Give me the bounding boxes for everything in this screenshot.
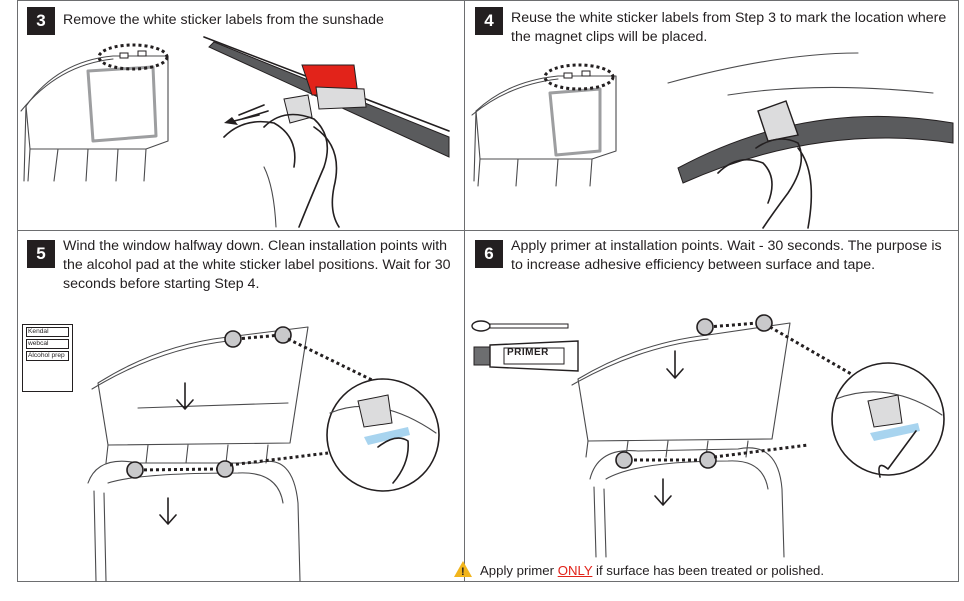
step-5-text: Wind the window halfway down. Clean inst… (63, 238, 451, 292)
alcohol-pad-maker: webcal (26, 339, 69, 349)
warning-highlight: ONLY (557, 563, 593, 578)
step-4-marking-illustration (667, 52, 954, 229)
step-6-clip-bottom-right (699, 451, 717, 469)
step-6-clip-top-left (696, 318, 714, 336)
step-5-number: 5 (27, 240, 55, 268)
step-5-clip-bottom-left (126, 461, 144, 479)
instruction-grid: 3 Remove the white sticker labels from t… (17, 0, 959, 582)
primer-label: PRIMER (507, 347, 549, 358)
step-5-clip-top-right (274, 326, 292, 344)
step-4-text: Reuse the white sticker labels from Step… (511, 10, 947, 45)
step-3-door-illustration (20, 43, 169, 182)
step-4-number: 4 (475, 7, 503, 35)
row-divider (18, 230, 958, 231)
warning-text-before: Apply primer (480, 563, 558, 578)
step-3-sticker-illustration (203, 36, 450, 228)
step-6-clip-bottom-left (615, 451, 633, 469)
step-4-highlight-ring (543, 63, 615, 91)
alcohol-pad-brand: Kendal (26, 327, 69, 337)
step-6-number: 6 (475, 240, 503, 268)
column-divider (464, 1, 465, 581)
step-6-door-illustration (571, 314, 945, 558)
step-3-number: 3 (27, 7, 55, 35)
warning-triangle-icon (454, 561, 472, 581)
primer-swab-icon (471, 320, 569, 332)
step-5-clip-bottom-right (216, 460, 234, 478)
step-3-text: Remove the white sticker labels from the… (63, 12, 384, 28)
alcohol-pad-type: Alcohol prep (26, 351, 69, 361)
step-4-door-illustration (471, 63, 617, 187)
step-3-highlight-ring (97, 43, 169, 71)
step-5-door-illustration (87, 326, 440, 582)
warning-text-after: if surface has been treated or polished. (592, 563, 825, 578)
primer-warning: Apply primer ONLY if surface has been tr… (454, 559, 825, 581)
step-5-clip-top-left (224, 330, 242, 348)
primer-tube-icon (473, 340, 579, 372)
step-6-clip-top-right (755, 314, 773, 332)
step-6-text: Apply primer at installation points. Wai… (511, 238, 942, 273)
alcohol-pad-card: Kendal webcal Alcohol prep (22, 324, 73, 392)
